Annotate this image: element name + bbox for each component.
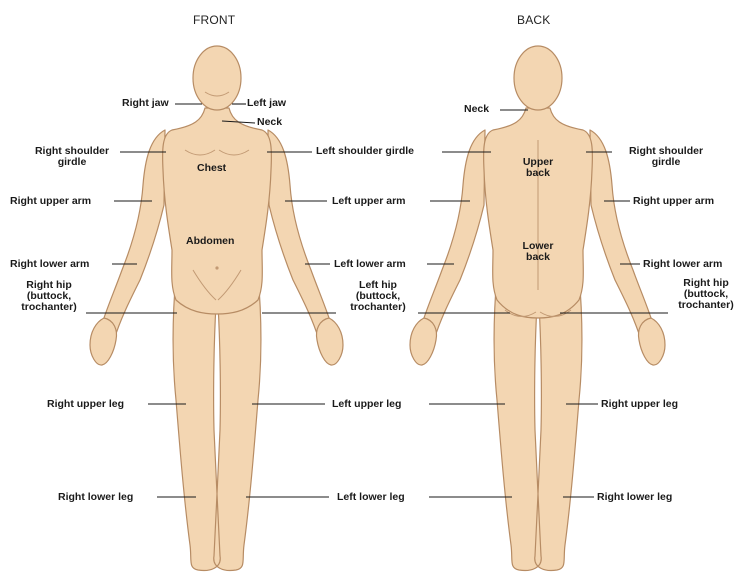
- back-head: [514, 46, 562, 110]
- label-front-right-lower-leg: Right lower leg: [58, 492, 133, 503]
- front-title: FRONT: [193, 13, 235, 27]
- label-left-hip: Left hip(buttock,trochanter): [340, 280, 416, 313]
- label-front-right-upper-leg: Right upper leg: [47, 399, 124, 410]
- label-abdomen: Abdomen: [186, 236, 234, 247]
- label-front-right-upper-arm: Right upper arm: [10, 196, 91, 207]
- label-left-upper-leg: Left upper leg: [332, 399, 401, 410]
- label-left-lower-leg: Left lower leg: [337, 492, 405, 503]
- label-front-right-hip: Right hip(buttock,trochanter): [12, 280, 86, 313]
- label-front-neck: Neck: [257, 117, 282, 128]
- label-back-right-upper-leg: Right upper leg: [601, 399, 678, 410]
- label-back-right-hip: Right hip(buttock,trochanter): [668, 278, 744, 311]
- label-chest: Chest: [197, 163, 226, 174]
- label-front-right-lower-arm: Right lower arm: [10, 259, 89, 270]
- label-left-shoulder-girdle: Left shoulder girdle: [316, 146, 414, 157]
- label-back-neck: Neck: [464, 104, 489, 115]
- back-right-hand: [639, 318, 666, 365]
- label-front-right-jaw: Right jaw: [122, 98, 169, 109]
- label-front-left-jaw: Left jaw: [247, 98, 286, 109]
- front-torso: [163, 108, 272, 314]
- front-legs: [173, 275, 261, 570]
- back-left-hand: [410, 318, 437, 365]
- back-legs: [494, 275, 582, 570]
- label-back-right-lower-leg: Right lower leg: [597, 492, 672, 503]
- back-title: BACK: [517, 13, 550, 27]
- front-right-hand: [90, 318, 117, 365]
- label-back-right-lower-arm: Right lower arm: [643, 259, 722, 270]
- front-head: [193, 46, 241, 110]
- front-left-hand: [317, 318, 344, 365]
- label-back-right-upper-arm: Right upper arm: [633, 196, 714, 207]
- label-left-lower-arm: Left lower arm: [334, 259, 406, 270]
- label-left-upper-arm: Left upper arm: [332, 196, 406, 207]
